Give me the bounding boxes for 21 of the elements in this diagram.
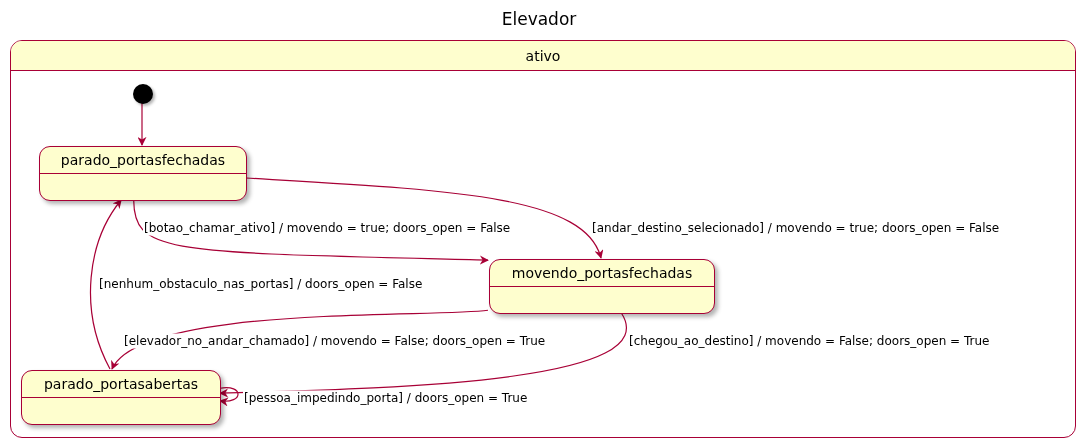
transition-arrow	[219, 387, 239, 406]
edge-label: [chegou_ao_destino] / movendo = False; doors_open = True	[628, 333, 991, 349]
state-box	[489, 259, 715, 314]
transition-arrow	[133, 199, 489, 265]
state-name: parado_portasfechadas	[60, 152, 226, 168]
edge-label: [elevador_no_andar_chamado] / movendo = False; doors_open = True	[123, 333, 547, 349]
composite-state	[10, 40, 1076, 438]
diagram-title: Elevador	[500, 9, 578, 29]
state-name: movendo_portasfechadas	[511, 265, 693, 281]
edge-label: [andar_destino_selecionado] / movendo = true; doors_open = False	[591, 220, 1001, 236]
transition-arrow	[137, 102, 147, 146]
edge-label: [pessoa_impedindo_porta] / doors_open = True	[243, 390, 529, 406]
transition-arrow	[245, 177, 602, 259]
state-box	[21, 370, 221, 425]
state-name: parado_portasabertas	[44, 376, 198, 392]
edge-label: [botao_chamar_ativo] / movendo = true; doors_open = False	[143, 220, 512, 236]
transition-arrow	[89, 199, 122, 370]
edge-label: [nenhum_obstaculo_nas_portas] / doors_open = False	[98, 276, 424, 292]
state-box	[39, 146, 247, 201]
initial-state-dot	[133, 84, 153, 104]
state-name: ativo	[525, 47, 561, 64]
